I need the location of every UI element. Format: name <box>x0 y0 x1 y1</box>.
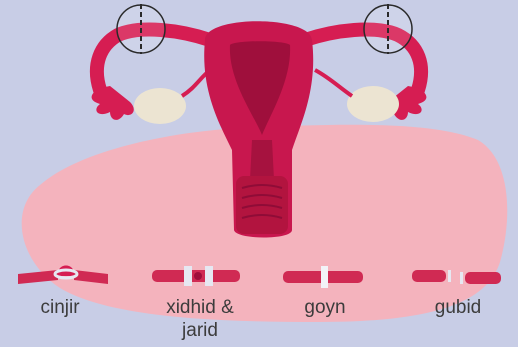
method-label-cut: gubid <box>418 297 498 319</box>
left-target-marker <box>117 4 165 54</box>
right-target-marker <box>364 4 412 54</box>
method-label-ring: cinjir <box>20 297 100 319</box>
left-fimbriae <box>92 86 134 120</box>
method-label-clip-line2: jarid <box>150 320 250 342</box>
right-ovarian-ligament <box>315 70 352 96</box>
method-label-band: goyn <box>285 297 365 319</box>
right-ovary <box>347 86 399 122</box>
method-label-clip: xidhid & <box>150 297 250 319</box>
left-ovary <box>134 88 186 124</box>
